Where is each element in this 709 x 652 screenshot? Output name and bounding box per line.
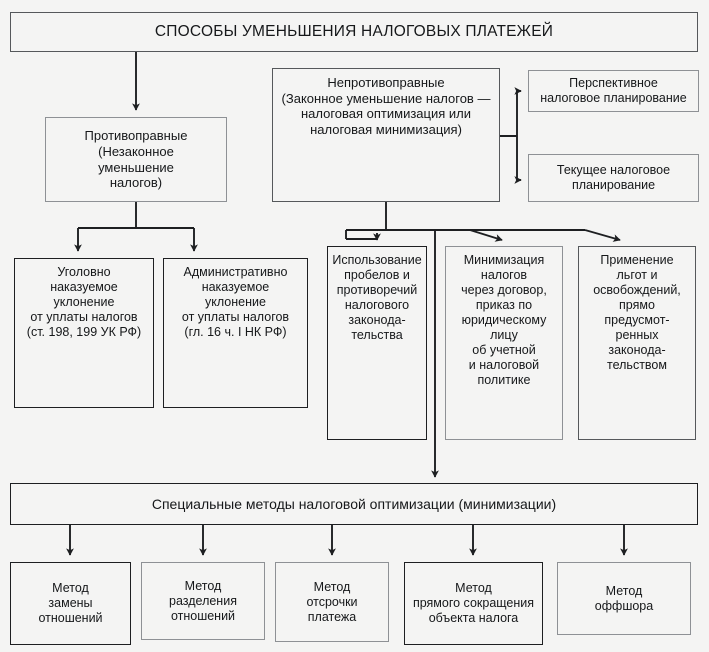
node-perspective-planning: Перспективное налоговое планирование <box>528 70 699 112</box>
node-illegal-methods: Противоправные (Незаконное уменьшение на… <box>45 117 227 202</box>
node-special-methods: Специальные методы налоговой оптимизации… <box>10 483 698 525</box>
node-method-separation: Метод разделения отношений <box>141 562 265 640</box>
node-administrative-evasion: Административно наказуемое уклонение от … <box>163 258 308 408</box>
node-title: СПОСОБЫ УМЕНЬШЕНИЯ НАЛОГОВЫХ ПЛАТЕЖЕЙ <box>10 12 698 52</box>
node-use-of-gaps: Использование пробелов и противоречий на… <box>327 246 427 440</box>
node-legal-methods: Непротивоправные (Законное уменьшение на… <box>272 68 500 202</box>
node-method-deferral: Метод отсрочки платежа <box>275 562 389 642</box>
node-benefits-application: Применение льгот и освобождений, прямо п… <box>578 246 696 440</box>
node-contract-minimization: Минимизация налогов через договор, прика… <box>445 246 563 440</box>
node-method-substitution: Метод замены отношений <box>10 562 131 645</box>
node-method-direct-reduction: Метод прямого сокращения объекта налога <box>404 562 543 645</box>
node-criminal-evasion: Уголовно наказуемое уклонение от уплаты … <box>14 258 154 408</box>
node-method-offshore: Метод оффшора <box>557 562 691 635</box>
edge-bus-to-contract <box>469 229 503 242</box>
edge-bus-to-benefits <box>584 229 621 242</box>
node-current-planning: Текущее налоговое планирование <box>528 154 699 202</box>
